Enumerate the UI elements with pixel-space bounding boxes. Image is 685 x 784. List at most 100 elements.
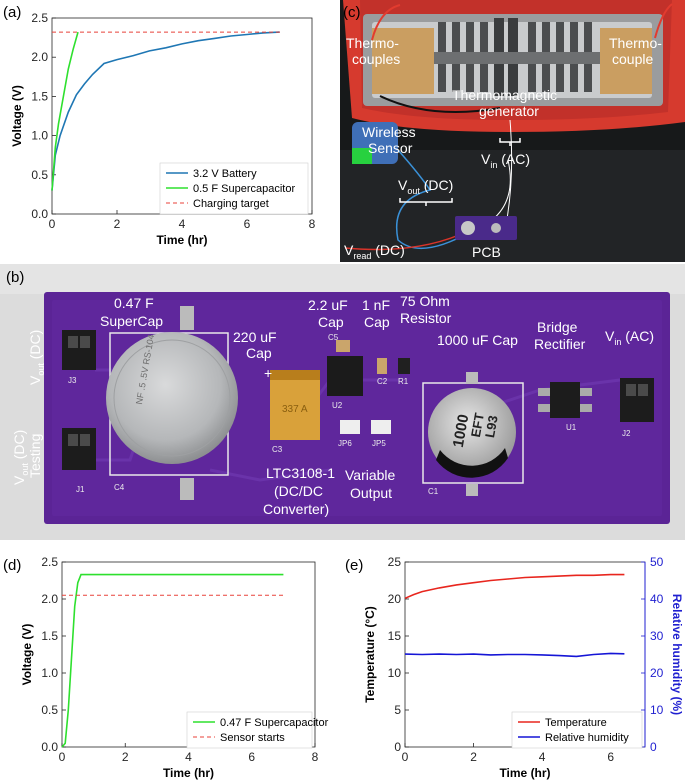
cap1000-silk-b: EFT — [468, 412, 487, 439]
x-tick-label: 8 — [312, 750, 319, 764]
label-cap1000: 1000 uF Cap — [437, 332, 518, 348]
wireless-sensor-led — [352, 148, 372, 164]
label-vread-dc: Vread (DC) — [344, 242, 405, 261]
cap-1nF — [377, 358, 387, 374]
photo-c: Thermo- couples Thermo- couple Thermomag… — [340, 0, 685, 262]
label-vout-dc-top: Vout (DC) — [27, 330, 46, 385]
legend-box — [511, 711, 643, 749]
x-axis-title: Time (hr) — [163, 766, 214, 780]
y-right-tick-label: 10 — [650, 703, 664, 717]
x-tick-label: 0 — [59, 750, 66, 764]
x-tick-label: 6 — [607, 750, 614, 764]
label-bridge-2: Rectifier — [534, 336, 586, 352]
y-axis-title: Voltage (V) — [20, 624, 34, 686]
cap1000-silk-a: 1000 — [450, 413, 473, 449]
x-tick-label: 6 — [244, 217, 251, 231]
label-vout-dc-bottom: Vout (DC) — [11, 430, 30, 485]
label-cap22-2: Cap — [318, 314, 344, 330]
ltc3108-chip — [327, 356, 363, 396]
panel-a-label: (a) — [3, 4, 21, 21]
label-generator: generator — [479, 103, 539, 119]
y-right-tick-label: 40 — [650, 592, 664, 606]
label-vin-ac-b: Vin (AC) — [605, 328, 654, 347]
legend-label: Sensor starts — [220, 732, 285, 744]
x-tick-label: 0 — [49, 217, 56, 231]
y-right-tick-label: 30 — [650, 629, 664, 643]
panel-d-label: (d) — [3, 557, 21, 574]
label-thermomagnetic: Thermomagnetic — [452, 87, 557, 103]
y-right-tick-label: 20 — [650, 666, 664, 680]
silk-ref-j2: J2 — [622, 429, 631, 438]
y-tick-label: 2.5 — [31, 11, 48, 25]
label-cap1n-1: 1 nF — [362, 297, 390, 313]
y-tick-label: 2.0 — [31, 50, 48, 64]
legend-label: Relative humidity — [545, 732, 629, 744]
label-thermocouples-1: Thermo- — [346, 35, 399, 51]
label-variable: Variable — [345, 467, 396, 483]
generator-fins — [434, 18, 600, 96]
series-line-1 — [404, 652, 625, 658]
y-tick-label: 0.0 — [41, 740, 58, 754]
x-tick-label: 4 — [539, 750, 546, 764]
y-tick-label: 0 — [394, 740, 401, 754]
y-tick-label: 2.0 — [41, 592, 58, 606]
y-tick-label: 1.0 — [41, 666, 58, 680]
label-cap22-1: 2.2 uF — [308, 297, 348, 313]
silk-ref-jp5: JP5 — [372, 439, 386, 448]
y-tick-label: 25 — [388, 555, 402, 569]
silk-ref-j3: J3 — [68, 376, 77, 385]
legend-label: 0.47 F Supercapacitor — [220, 717, 329, 729]
connector-j2 — [620, 378, 654, 422]
label-testing: Testing — [27, 434, 43, 478]
cap-2.2uF — [336, 340, 350, 352]
label-bridge-1: Bridge — [537, 319, 578, 335]
series-line-0 — [404, 573, 625, 600]
y-tick-label: 20 — [388, 592, 402, 606]
silk-ref-u1: U1 — [566, 423, 577, 432]
silk-ref-c4: C4 — [114, 483, 125, 492]
jumper-jp5 — [371, 420, 391, 434]
y-tick-label: 5 — [394, 703, 401, 717]
silk-ref-c5: C5 — [328, 333, 339, 342]
label-output: Output — [350, 485, 392, 501]
silk-ref-jp6: JP6 — [338, 439, 352, 448]
y-tick-label: 0.5 — [41, 703, 58, 717]
panel-b-label: (b) — [6, 269, 24, 286]
y-tick-label: 1.5 — [41, 629, 58, 643]
jumper-jp6 — [340, 420, 360, 434]
label-supercap-1: 0.47 F — [114, 295, 154, 311]
label-wireless: Wireless — [362, 124, 416, 140]
legend-label: Charging target — [193, 198, 269, 210]
silk-ref-c3: C3 — [272, 445, 283, 454]
series-line-1 — [51, 31, 79, 191]
x-tick-label: 2 — [470, 750, 477, 764]
y-tick-label: 0.5 — [31, 168, 48, 182]
y-right-tick-label: 0 — [650, 740, 657, 754]
legend-label: Temperature — [545, 717, 607, 729]
y-tick-label: 10 — [388, 666, 402, 680]
silk-ref-c2: C2 — [377, 377, 388, 386]
label-vin-ac: Vin (AC) — [481, 151, 530, 170]
series-line-0 — [51, 31, 280, 191]
series-line-0 — [61, 573, 284, 748]
panel-c-label: (c) — [343, 4, 361, 21]
y-tick-label: 2.5 — [41, 555, 58, 569]
label-pcb: PCB — [472, 244, 501, 260]
label-supercap-2: SuperCap — [100, 313, 163, 329]
tantalum-silk: 337 A — [282, 404, 308, 415]
legend-label: 3.2 V Battery — [193, 168, 257, 180]
y-right-tick-label: 50 — [650, 555, 664, 569]
cap-220uF — [270, 370, 320, 440]
photo-b: NF .5 .5V RS-104 337 A 1000 EFT L93 — [0, 264, 685, 540]
y-axis-title: Temperature (°C) — [363, 606, 377, 703]
label-ltc-3: Converter) — [263, 501, 329, 517]
label-thermocouple-1: Thermo- — [609, 35, 662, 51]
label-res75-1: 75 Ohm — [400, 293, 450, 309]
connector-j3 — [62, 330, 96, 370]
y-axis-title: Voltage (V) — [10, 85, 24, 147]
label-cap220-2: Cap — [246, 345, 272, 361]
label-plus: + — [264, 365, 272, 381]
